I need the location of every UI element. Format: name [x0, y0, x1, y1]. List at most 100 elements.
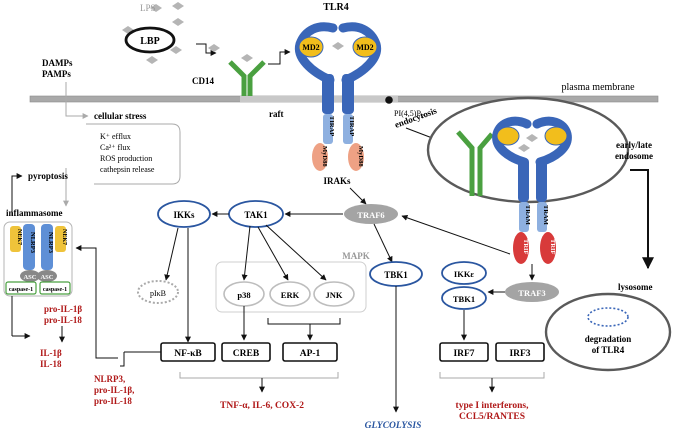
ikke-label: IKKε [454, 269, 475, 279]
pyroptosis: pyroptosis [11, 171, 68, 216]
trif-right-label: TRIF [549, 239, 556, 255]
cd14-label: CD14 [192, 76, 214, 86]
myd88-right-label: MyD88 [357, 146, 364, 167]
ikke-tbk1-complex: IKKε TBK1 [441, 261, 487, 310]
lps-diamond [170, 46, 182, 54]
jnk-label: JNK [326, 290, 343, 300]
plasma-membrane-label: plasma membrane [561, 82, 635, 93]
ap1-box: AP-1 [282, 342, 338, 362]
pamps-label: PAMPs [42, 69, 71, 79]
iraks-label: IRAKs [323, 176, 351, 186]
ap1-label: AP-1 [300, 349, 321, 359]
cathepsin-release: cathepsin release [100, 165, 155, 174]
tram-left-label: TRAM [524, 205, 531, 225]
ikks-node: IKKs [157, 200, 211, 228]
nlrp3-out-3: pro-IL-18 [94, 396, 132, 406]
erk-node: ERK [269, 281, 311, 307]
traf6-label: TRAF6 [357, 210, 384, 220]
cellular-stress-box: cellular stress K⁺ efflux Ca²⁺ flux ROS … [63, 111, 181, 207]
mapk-box: MAPK [215, 251, 370, 313]
cd14-receptor: CD14 [192, 49, 291, 96]
cellular-stress-label: cellular stress [94, 111, 147, 121]
cytokines-label: TNF-α, IL-6, COX-2 [220, 401, 304, 411]
lps-diamond [172, 18, 184, 26]
inflammasome: inflammasome NEK7 NEK7 NLRP3 NLRP3 ASC A… [3, 208, 73, 297]
lps-lbp-group: LPS LBP [122, 2, 220, 64]
lps-diamond [208, 44, 220, 52]
traf3-label: TRAF3 [518, 288, 545, 298]
irf3-box: IRF3 [495, 342, 545, 362]
ikks-label: IKKs [173, 210, 195, 220]
tirap-right-label: TIRAP [348, 116, 355, 136]
nek7-left-label: NEK7 [16, 229, 22, 245]
tbk1-left-label: TBK1 [384, 270, 408, 280]
nlrp3-out-1: NLRP3, [94, 374, 125, 384]
degradation-label-2: of TLR4 [592, 345, 625, 355]
nek7-right-label: NEK7 [61, 229, 67, 245]
tak1-label: TAK1 [244, 210, 268, 220]
lysosome-membrane [544, 292, 672, 372]
lps-diamond [150, 4, 162, 12]
traf6-node: TRAF6 [344, 204, 398, 224]
lysosome-label: lysosome [618, 282, 653, 292]
creb-box: CREB [221, 342, 271, 362]
md2-left [298, 36, 324, 58]
nlrp3-left-label: NLRP3 [29, 232, 36, 254]
asc-right-label: ASC [40, 274, 53, 281]
interferons-label-1: type I interferons, [456, 401, 530, 411]
irf3-label: IRF3 [509, 349, 530, 359]
endosome-label-2: endosome [615, 151, 653, 161]
pip2-dot [385, 96, 393, 104]
nlrp3-right-label: NLRP3 [47, 232, 54, 254]
damps-label: DAMPs [42, 58, 73, 68]
pro-il18-label: pro-IL-18 [44, 315, 82, 325]
tlr4-label: TLR4 [323, 2, 349, 13]
raft-label: raft [269, 109, 284, 119]
caspase1-left-label: caspase-1 [9, 287, 33, 293]
degradation-label-1: degradation [585, 334, 632, 344]
tak1-node: TAK1 [228, 200, 284, 228]
tbk1-left-node: TBK1 [369, 261, 423, 287]
glycolysis-label: GLYCOLYSIS [365, 421, 422, 431]
trif-left-label: TRIF [522, 239, 529, 255]
ros-production: ROS production [100, 154, 152, 163]
lbp-oval [124, 26, 176, 54]
pip2-label: PI(4,5)P2 [394, 109, 424, 120]
pikb-node [137, 280, 179, 304]
nfkb-box: NF-κB [160, 342, 216, 362]
tlr4-receptor: TLR4 MD2 MD2 TIRAP TIRAP MyD88 MyD88 IRA… [294, 2, 382, 205]
inflammasome-label: inflammasome [6, 208, 63, 218]
caspase1-right-label: caspase-1 [43, 287, 67, 293]
traf3-node: TRAF3 [505, 282, 559, 302]
md2-right-label: MD2 [356, 43, 373, 52]
endosome-label-1: early/late [616, 140, 652, 150]
irf7-label: IRF7 [453, 349, 474, 359]
nfkb-label: NF-κB [174, 349, 202, 359]
il1b-label: IL-1β [40, 348, 62, 358]
irf7-box: IRF7 [439, 342, 489, 362]
tirap-left-label: TIRAP [328, 116, 335, 136]
endosome: early/late endosome TRAM TRAM TRIF TRIF [426, 96, 653, 264]
pyroptosis-label: pyroptosis [28, 171, 68, 181]
lps-diamond [146, 56, 158, 64]
lps-label: LPS [140, 3, 156, 13]
lps-diamond [172, 2, 184, 10]
k-efflux: K⁺ efflux [100, 132, 131, 141]
creb-label: CREB [233, 349, 260, 359]
tram-right-label: TRAM [542, 205, 549, 225]
p38-node: p38 [223, 281, 265, 307]
tbk1-right-label: TBK1 [453, 294, 475, 304]
interferons-label-2: CCL5/RANTES [459, 412, 525, 422]
nlrp3-out-2: pro-IL-1β, [94, 385, 134, 395]
lysosome: lysosome degradation of TLR4 [544, 282, 672, 372]
jnk-node: JNK [313, 281, 355, 307]
pro-il1b-label: pro-IL-1β [44, 304, 82, 314]
mapk-label: MAPK [342, 251, 370, 261]
lbp-label: LBP [140, 36, 159, 47]
damps-pamps: DAMPs PAMPs [42, 58, 89, 119]
erk-label: ERK [281, 290, 300, 300]
md2-left-label: MD2 [302, 43, 319, 52]
ca-flux: Ca²⁺ flux [100, 143, 130, 152]
il18-label: IL-18 [40, 359, 62, 369]
